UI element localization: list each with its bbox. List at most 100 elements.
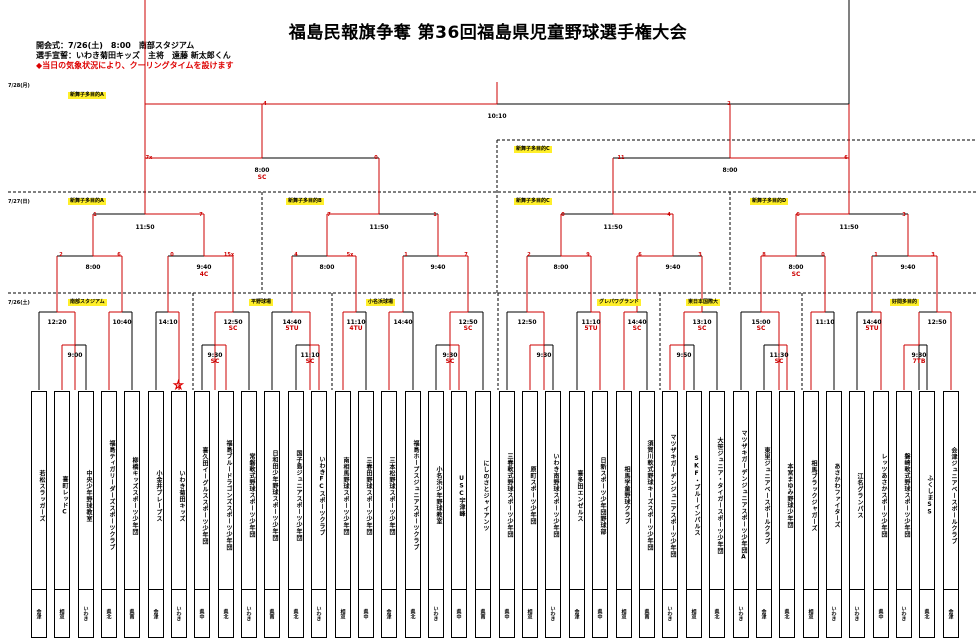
team-region-cell: 相双	[616, 590, 632, 638]
match-note: SC	[756, 325, 766, 332]
score: 6	[638, 252, 642, 258]
match-time: 15:00	[751, 319, 771, 326]
team-name-cell: 相馬ブラックジャガーズ	[803, 391, 819, 590]
match-note: SC	[210, 358, 220, 365]
match-time: 14:10	[158, 319, 178, 326]
venue-badge: グレパワグランド	[597, 299, 642, 306]
match-note: SC	[257, 174, 267, 181]
date-label-728: 7/28(月)	[8, 83, 30, 89]
match-time: 8:00	[85, 264, 101, 271]
match-time: 9:40	[430, 264, 446, 271]
team-name-cell: 南相馬野球スポーツ少年団	[335, 391, 351, 590]
team-name-cell: 日和田少年野球スポーツ少年団	[264, 391, 280, 590]
match-note: 5TU	[285, 325, 299, 332]
team-name-cell: 相馬学童野球クラブ	[616, 391, 632, 590]
score: 7	[327, 212, 331, 218]
team-name-cell: 磐崎軟式野球スポーツ少年団	[896, 391, 912, 590]
date-label-726: 7/26(土)	[8, 300, 30, 306]
match-note: SC	[774, 358, 784, 365]
score: 6	[117, 252, 121, 258]
team-name-cell: 喜多田エンゼルス	[569, 391, 585, 590]
team-region-cell: いわき	[311, 590, 327, 638]
score: 0	[561, 212, 565, 218]
match-time: 9:40	[900, 264, 916, 271]
match-note: SC	[697, 325, 707, 332]
score: 4	[294, 252, 298, 258]
match-time: 14:40	[862, 319, 882, 326]
team-name-cell: 江名グランパス	[849, 391, 865, 590]
match-time: 13:10	[692, 319, 712, 326]
team-name-cell: いわき南野球スポーツ少年団	[545, 391, 561, 590]
team-region-cell: 県中	[592, 590, 608, 638]
team-name-cell: 喜久田イーグルススポーツ少年団	[194, 391, 210, 590]
match-time: 8:00	[553, 264, 569, 271]
venue-badge: 好間多目的	[890, 299, 920, 306]
team-name-cell: にしのさとジャイアンツ	[475, 391, 491, 590]
team-name-cell: 須賀川軟式野球キーズスポーツ少年団	[639, 391, 655, 590]
team-region-cell: 会津	[31, 590, 47, 638]
team-region-cell: 県北	[218, 590, 234, 638]
team-region-cell: 相双	[54, 590, 70, 638]
score: 4	[667, 212, 671, 218]
score: 11	[617, 155, 625, 161]
match-time: 12:50	[458, 319, 478, 326]
team-region-cell: 会津	[756, 590, 772, 638]
team-name-cell: 会津ジュニアベースボールクラブ	[943, 391, 959, 590]
match-time: 9:30	[442, 352, 458, 359]
team-name-cell: 原町スポーツ少年団	[522, 391, 538, 590]
team-region-cell: 県南	[124, 590, 140, 638]
match-time: 9:30	[207, 352, 223, 359]
score: 9	[586, 252, 590, 258]
match-time: 11:10	[815, 319, 835, 326]
match-time: 14:40	[393, 319, 413, 326]
team-region-cell: 県中	[451, 590, 467, 638]
team-name-cell: 福島ブルードラゴンズスポーツ少年団	[218, 391, 234, 590]
team-region-cell: 県中	[499, 590, 515, 638]
venue-badge: 新舞子多目的D	[750, 198, 789, 205]
match-note: SC	[228, 325, 238, 332]
team-region-cell: いわき	[78, 590, 94, 638]
team-name-cell: 本宮まゆみ野球少年団	[779, 391, 795, 590]
team-name-cell: 大笹ジュニア・タイガースポーツ少年団	[709, 391, 725, 590]
venue-badge: 新舞子多目的A	[68, 198, 106, 205]
team-name-cell: 福島ホープスジュニアスポーツクラブ	[405, 391, 421, 590]
team-region-cell: 相双	[803, 590, 819, 638]
venue-badge: 新舞子多目的C	[514, 146, 552, 153]
team-region-cell: 県中	[873, 590, 889, 638]
match-time: 11:30	[769, 352, 789, 359]
team-name-cell: 喜町レッドC	[54, 391, 70, 590]
match-note: 4TU	[349, 325, 363, 332]
team-name-cell: いわき菊田キッズ	[171, 391, 187, 590]
match-time: 12:50	[927, 319, 947, 326]
team-region-cell: 相双	[335, 590, 351, 638]
score: 2	[527, 252, 531, 258]
match-time: 8:00	[254, 167, 270, 174]
score: 6	[844, 155, 848, 161]
oath-info: 選手宣誓：いわき菊田キッズ 主将 遠藤 新太郎くん	[36, 51, 231, 60]
score: 3	[931, 252, 935, 258]
team-region-cell: 県南	[264, 590, 280, 638]
team-region-cell: 県北	[779, 590, 795, 638]
team-name-cell: レッツあさかスポーツ少年団	[873, 391, 889, 590]
match-note: 5TU	[865, 325, 879, 332]
team-region-cell: いわき	[662, 590, 678, 638]
venue-badge: 新舞子多目的A	[68, 92, 106, 99]
match-time: 11:50	[839, 224, 859, 231]
match-time: 10:40	[112, 319, 132, 326]
score: 1	[433, 212, 437, 218]
team-name-cell: 三春軟式野球スポーツ少年団	[499, 391, 515, 590]
team-name-cell: SKF・ブルーインパルス	[686, 391, 702, 590]
venue-badge: 平野球場	[249, 299, 274, 306]
match-note: 7TB	[912, 358, 926, 365]
team-region-cell: 県北	[405, 590, 421, 638]
star-icon: ☆	[173, 378, 184, 392]
match-note: SC	[305, 358, 315, 365]
score: 3	[698, 252, 702, 258]
team-name-cell: 小名浜少年野球教室	[428, 391, 444, 590]
score: 3	[902, 212, 906, 218]
team-name-cell: いわきFCスポーツクラブ	[311, 391, 327, 590]
team-name-cell: マツザキガーデンジュニアスポーツ少年団	[662, 391, 678, 590]
match-note: SC	[463, 325, 473, 332]
match-time: 11:10	[300, 352, 320, 359]
team-region-cell: 会津	[381, 590, 397, 638]
